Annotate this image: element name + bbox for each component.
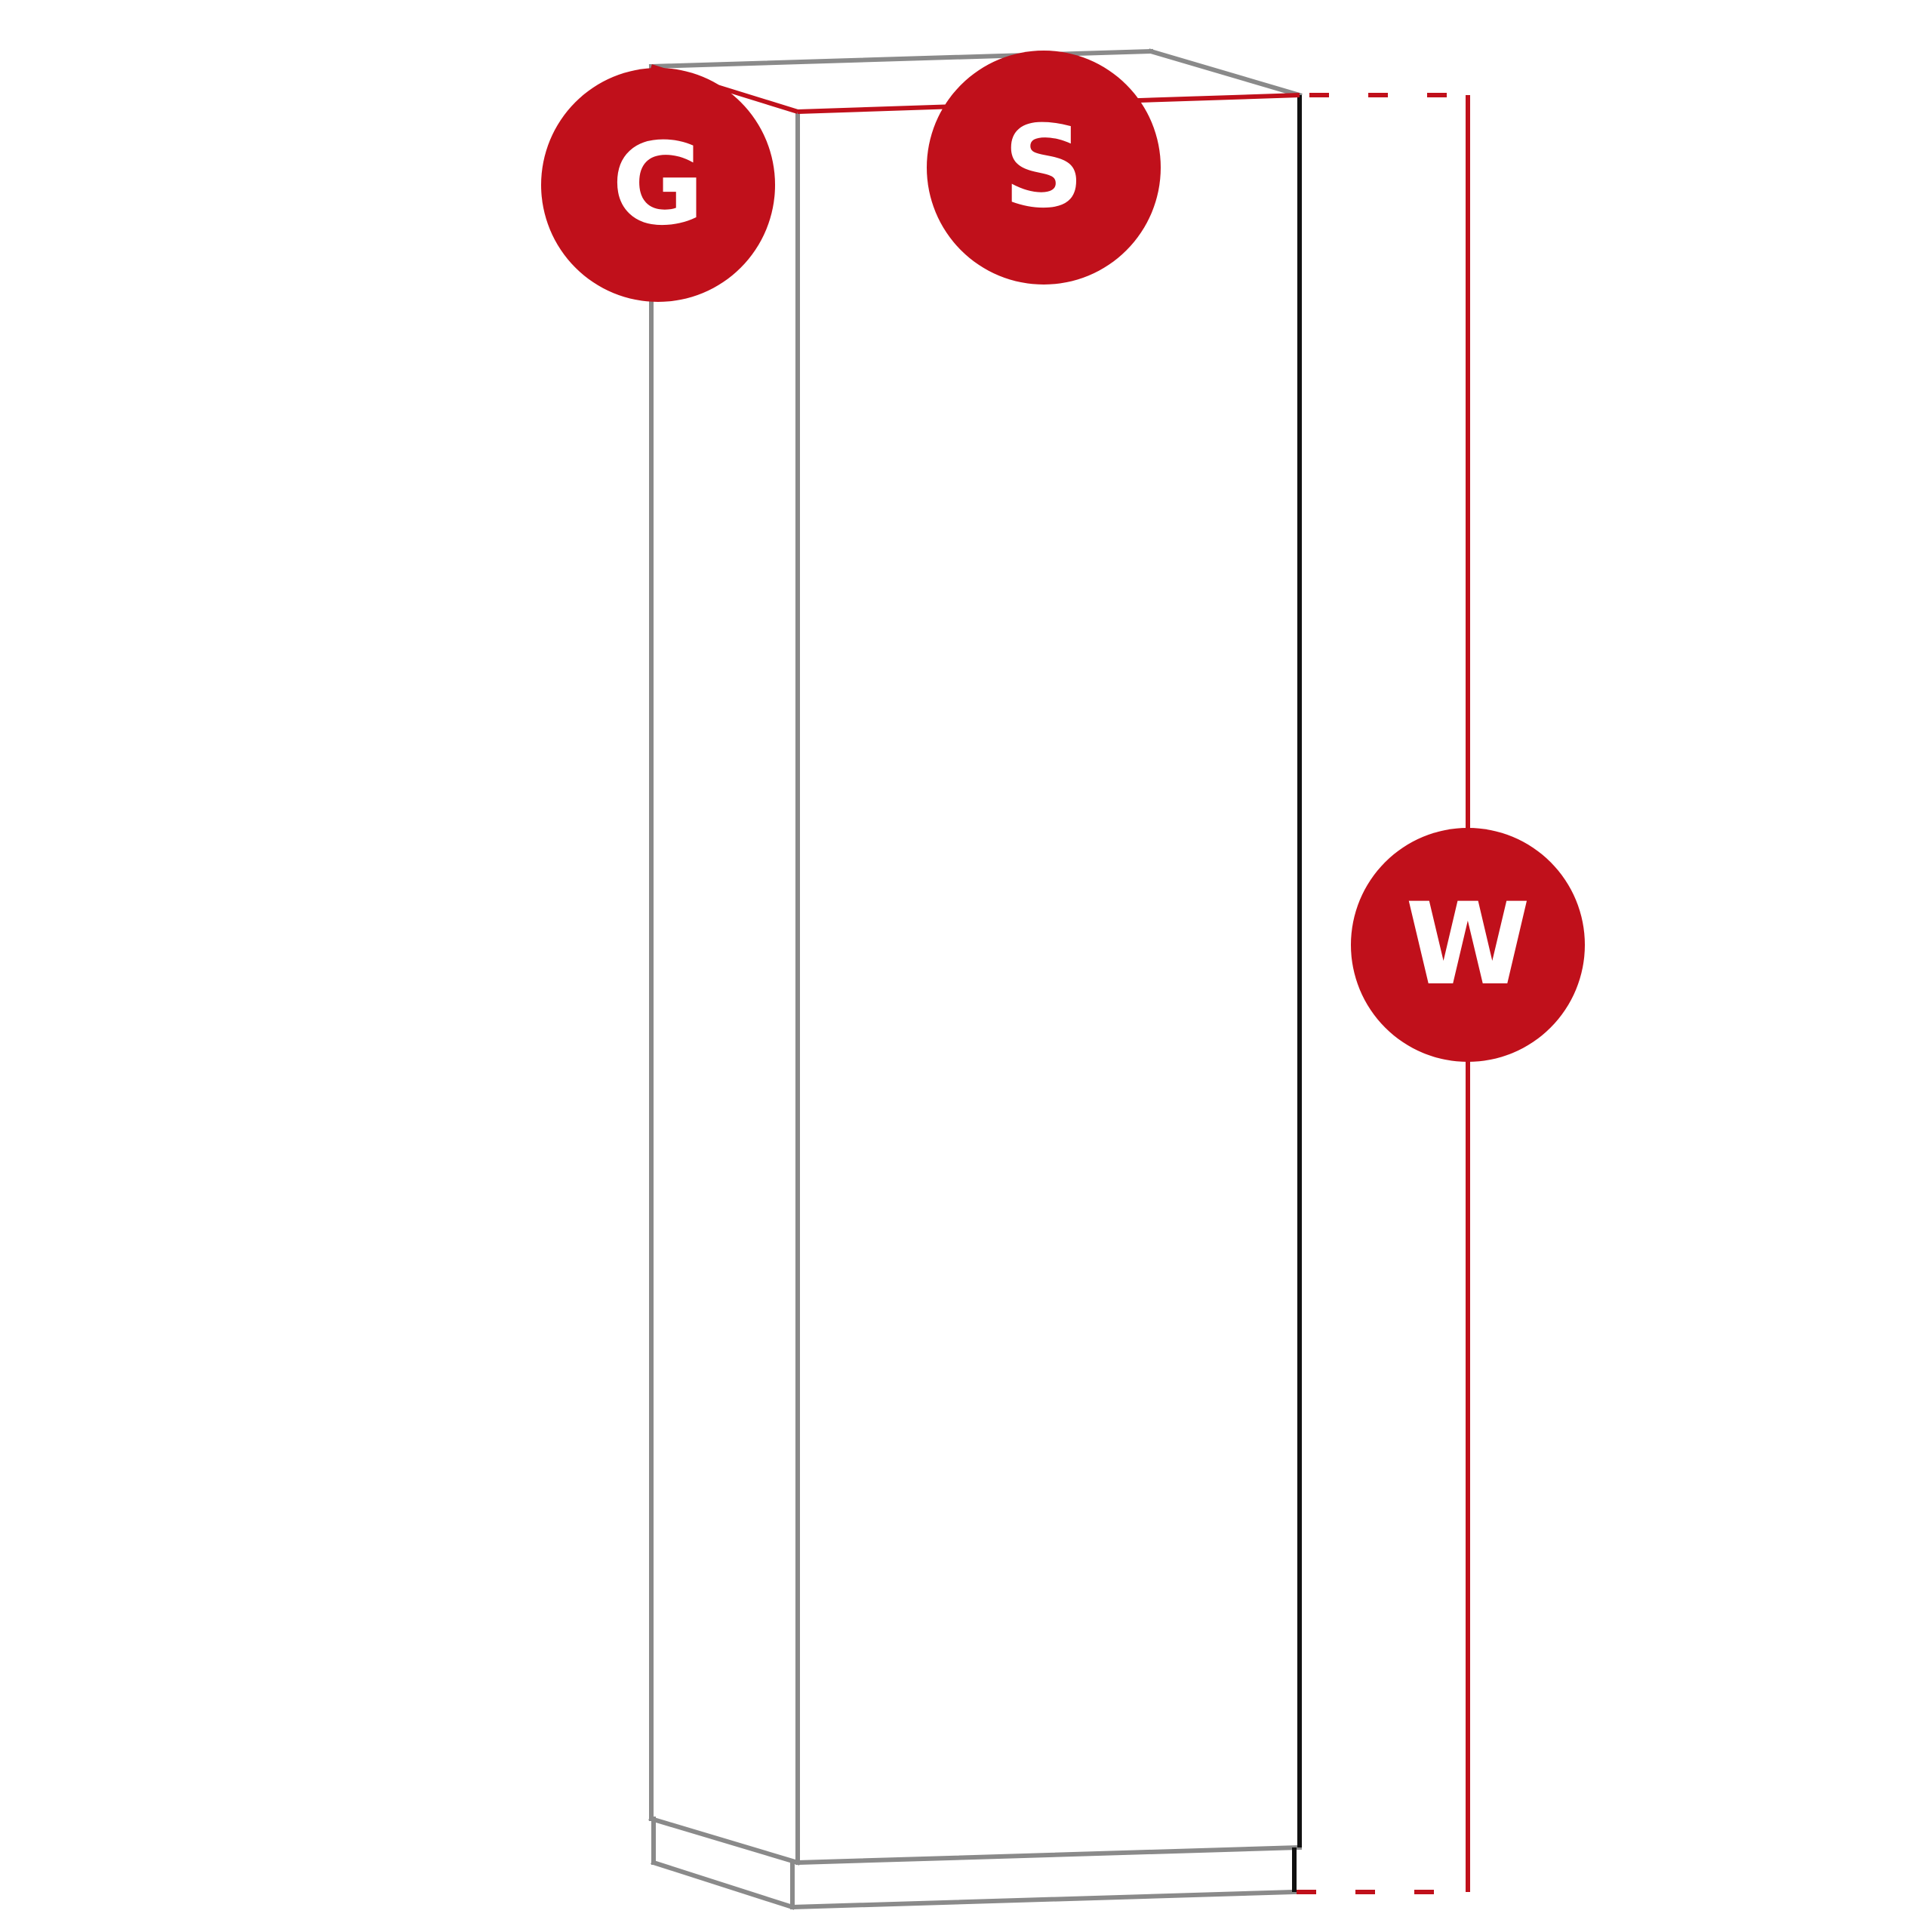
width-label: S: [1003, 102, 1084, 233]
cabinet-outline: [648, 48, 1303, 1910]
plinth-side-edge: [651, 1860, 795, 1910]
height-badge: W: [1351, 828, 1585, 1062]
dimension-lines: [651, 64, 1470, 1894]
top-right-edge: [1148, 48, 1303, 98]
plinth-bottom-edge: [789, 1889, 1297, 1910]
right-front-edge: [1292, 95, 1302, 1892]
depth-label: G: [611, 119, 704, 251]
bottom-side-edge: [648, 1816, 801, 1866]
depth-badge: G: [541, 68, 775, 302]
height-label: W: [1405, 879, 1530, 1011]
bottom-front-edge: [795, 1844, 1303, 1866]
width-badge: S: [927, 51, 1161, 285]
